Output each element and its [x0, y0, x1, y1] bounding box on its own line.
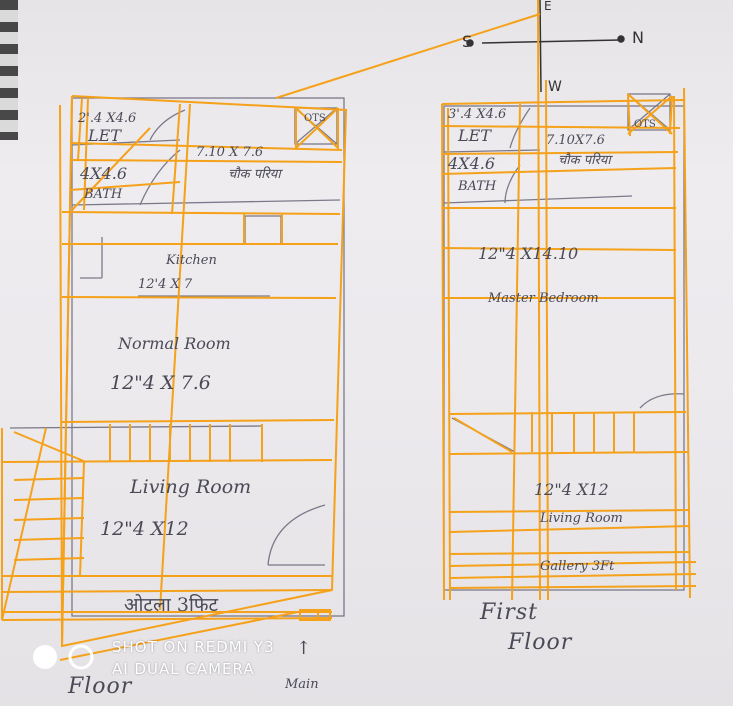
gf-kitchen-name: Kitchen — [166, 253, 217, 268]
gf-toilet-size: 2'.4 X4.6 — [78, 111, 137, 126]
compass-west-label: W — [548, 79, 562, 95]
gf-normal-room-size: 12"4 X 7.6 — [110, 372, 211, 394]
gf-chowk-name: चौक परिया — [228, 167, 281, 182]
gf-chowk-size: 7.10 X 7.6 — [196, 145, 264, 160]
gf-normal-room-name: Normal Room — [118, 334, 231, 353]
compass-lines — [466, 0, 625, 93]
gf-ots-label: OTS — [304, 113, 326, 124]
up-arrow-icon: ↑ — [296, 638, 312, 659]
compass-south-label: S — [462, 32, 473, 51]
camera-watermark: SHOT ON REDMI Y3 AI DUAL CAMERA — [112, 636, 275, 680]
ff-living-room-size: 12"4 X12 — [534, 480, 609, 499]
ff-bath-size: 4X4.6 — [448, 154, 496, 173]
compass-north: N — [632, 30, 644, 46]
gf-toilet-name: LET — [88, 126, 121, 145]
compass-south: S — [462, 34, 472, 50]
camera-watermark-icon — [33, 644, 94, 670]
watermark-line2: AI DUAL CAMERA — [112, 660, 255, 678]
ff-toilet-name: LET — [458, 126, 491, 145]
first-floor-overlay — [441, 0, 697, 601]
ff-chowk-size: 7.10X7.6 — [546, 133, 605, 148]
compass-north-label: N — [632, 28, 644, 47]
gf-bath-size: 4X4.6 — [80, 164, 128, 183]
ff-ots-label: OTS — [634, 119, 656, 130]
ff-toilet-size: 3'.4 X4.6 — [448, 107, 507, 122]
gf-bath-name: BATH — [84, 187, 123, 202]
binder-edge — [0, 0, 18, 140]
gf-main-gate-label: Main — [285, 677, 319, 692]
compass-east-label: E — [544, 0, 552, 13]
ff-chowk-name: चौक परिया — [558, 153, 611, 168]
ff-bath-name: BATH — [458, 179, 497, 194]
gf-floor-label: Floor — [68, 674, 133, 699]
ff-floor-label-line1: First — [480, 600, 538, 625]
ff-master-bedroom-name: Master Bedroom — [488, 291, 599, 306]
ground-floor-overlay — [1, 13, 541, 661]
ff-gallery-label: Gallery 3Ft — [540, 559, 615, 574]
ff-master-bedroom-size: 12"4 X14.10 — [478, 244, 579, 263]
compass-east: E — [544, 0, 552, 12]
compass-west: W — [548, 80, 562, 94]
watermark-line1: SHOT ON REDMI Y3 — [112, 638, 275, 656]
ff-floor-label-line2: Floor — [508, 630, 573, 655]
gf-living-room-name: Living Room — [130, 476, 252, 498]
gf-otla-label: ओटला 3फिट — [124, 594, 219, 616]
gf-kitchen-size: 12'4 X 7 — [138, 277, 193, 292]
gf-living-room-size: 12"4 X12 — [100, 518, 189, 540]
ff-living-room-name: Living Room — [540, 511, 623, 526]
